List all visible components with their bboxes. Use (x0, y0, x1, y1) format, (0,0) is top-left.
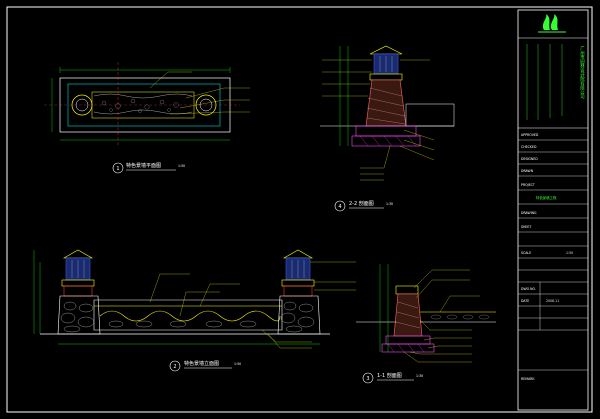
org-name: 广州市园林设计院有限公司 (580, 45, 585, 99)
plan-view (44, 62, 250, 146)
svg-text:特色景墙工程: 特色景墙工程 (536, 195, 557, 200)
svg-text:SCALE: SCALE (521, 251, 531, 255)
svg-text:3: 3 (366, 376, 369, 382)
svg-text:APPROVED: APPROVED (521, 133, 539, 137)
svg-text:1:50: 1:50 (234, 362, 241, 366)
svg-text:DATE: DATE (521, 299, 529, 303)
elevation-view (33, 249, 356, 349)
svg-text:SHEET: SHEET (521, 225, 531, 229)
svg-text:特色景墙立面图: 特色景墙立面图 (184, 360, 219, 367)
drawing-border (6, 6, 593, 413)
company-logo (538, 14, 566, 33)
title-block: 广州市园林设计院有限公司 APPROVED CHECKED DESIGNED D… (517, 9, 589, 411)
svg-text:DESIGNED: DESIGNED (521, 157, 538, 161)
plan-title: 1 特色景墙平面图 1:50 (112, 162, 185, 174)
svg-text:4: 4 (338, 204, 341, 210)
section-1-1-title: 3 1-1 剖面图 1:30 (362, 372, 423, 384)
elevation-title: 2 特色景墙立面图 1:50 (169, 360, 241, 372)
svg-text:2008.11: 2008.11 (546, 299, 559, 303)
section-2-2-view (320, 45, 455, 181)
svg-text:1:30: 1:30 (416, 374, 423, 378)
svg-text:1:30: 1:30 (386, 202, 393, 206)
svg-text:REMARK: REMARK (521, 377, 535, 381)
svg-text:DRAWN: DRAWN (521, 169, 534, 173)
svg-text:1: 1 (116, 166, 119, 172)
section-1-1-view (356, 264, 496, 363)
svg-text:CHECKED: CHECKED (521, 145, 537, 149)
svg-text:2: 2 (173, 364, 176, 370)
section-2-2-title: 4 2-2 剖面图 1:30 (334, 200, 393, 212)
svg-text:1-1 剖面图: 1-1 剖面图 (377, 372, 402, 379)
svg-text:DWG NO.: DWG NO. (521, 287, 536, 291)
svg-text:2-2 剖面图: 2-2 剖面图 (349, 200, 374, 207)
svg-text:PROJECT: PROJECT (521, 183, 535, 187)
svg-text:DRAWING: DRAWING (521, 211, 537, 215)
svg-text:1:50: 1:50 (566, 251, 573, 255)
svg-text:1:50: 1:50 (178, 164, 185, 168)
svg-text:特色景墙平面图: 特色景墙平面图 (126, 162, 161, 169)
